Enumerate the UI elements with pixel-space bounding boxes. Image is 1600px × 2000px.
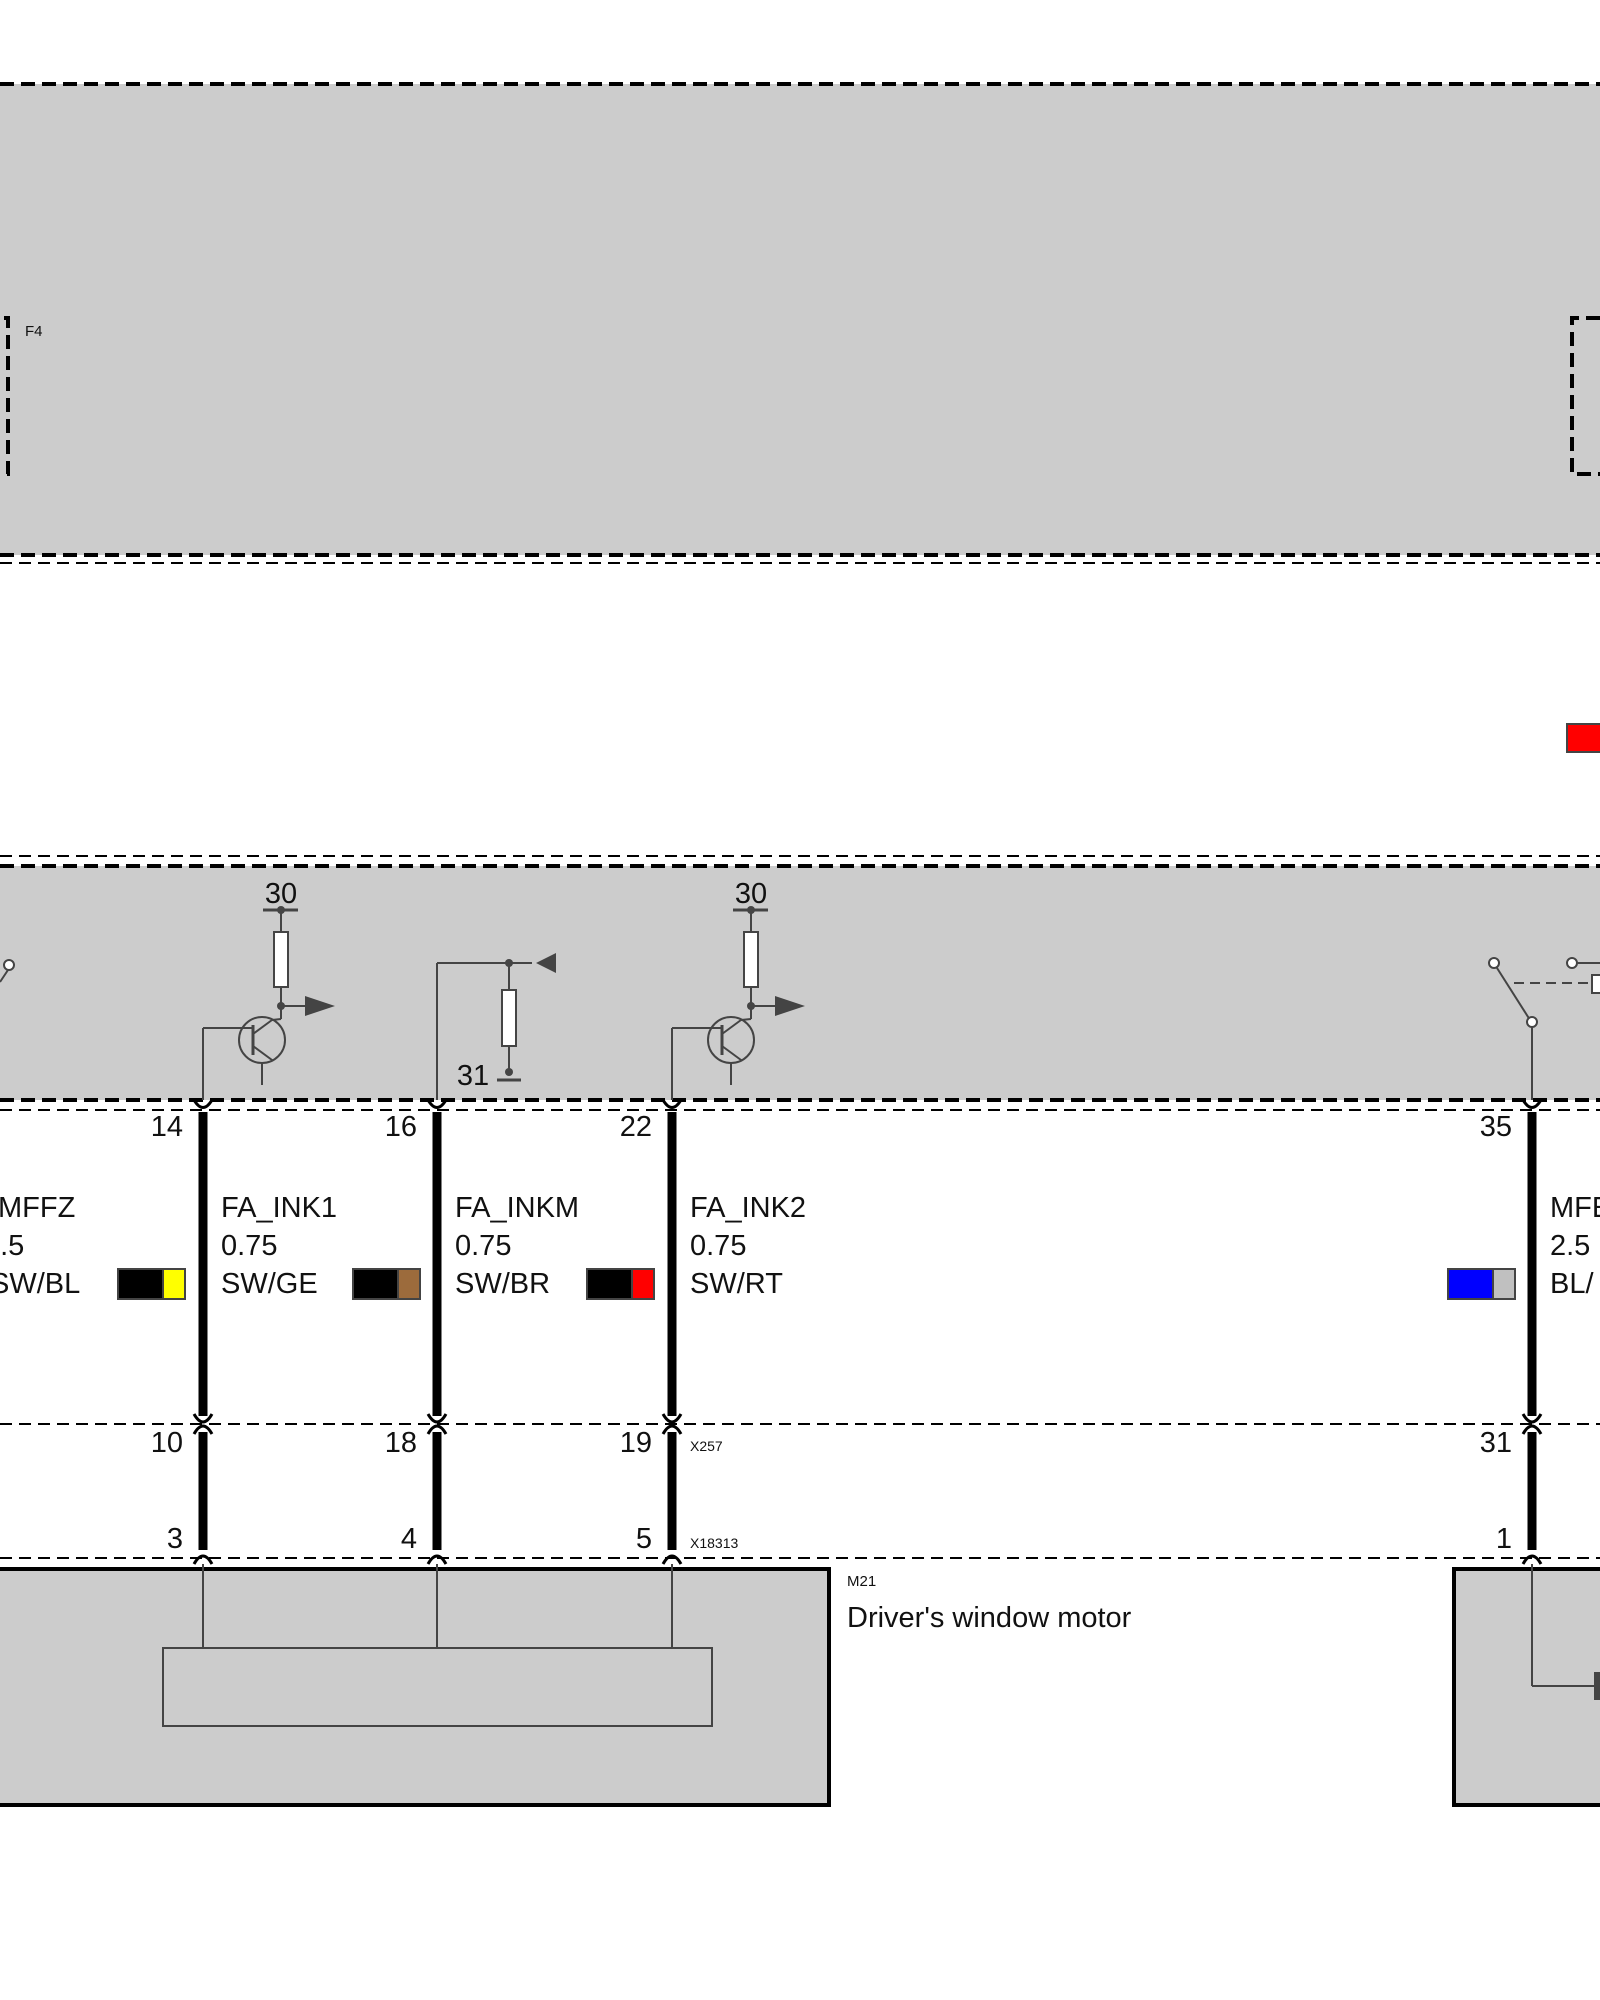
wire-color-swatch-secondary (631, 1268, 655, 1300)
pulldown-resistor-icon (436, 953, 556, 1100)
supply-label-30: 30 (735, 878, 767, 910)
motor-id-label: M21 (847, 1573, 876, 1590)
pin-number: 14 (151, 1111, 183, 1143)
pin-number: 1 (1496, 1523, 1512, 1555)
wire-color-swatch-secondary (397, 1268, 421, 1300)
wire-color-swatch-primary (1447, 1268, 1494, 1300)
motor-internal-wiring (162, 1564, 713, 1727)
junction-dot (277, 906, 285, 914)
wire-color-swatch-primary (352, 1268, 399, 1300)
supply-label-30: 30 (265, 878, 297, 910)
pin-number: 5 (636, 1523, 652, 1555)
wire-name: FA_INKM (455, 1192, 579, 1224)
pin-number: 10 (151, 1427, 183, 1459)
wire-color-code: SW/BL (0, 1268, 80, 1300)
motor-name-label: Driver's window motor (847, 1602, 1132, 1634)
wire-color-code: SW/GE (221, 1268, 318, 1300)
wire-size: 0.75 (690, 1230, 746, 1262)
connector-x257-label: X257 (690, 1438, 723, 1454)
passenger-side-component (1452, 1564, 1600, 1807)
wire-size: 2.5 (0, 1230, 24, 1262)
wire-size: 0.75 (221, 1230, 277, 1262)
pin-number: 22 (620, 1111, 652, 1143)
partial-switch-left-icon (0, 959, 15, 983)
connector-x18313-label: X18313 (690, 1535, 738, 1551)
wire-color-swatch-secondary (162, 1268, 186, 1300)
pin-numbers: 14 16 22 35 10 18 19 31 3 4 5 1 (151, 1111, 1512, 1555)
pin-number: 4 (401, 1523, 417, 1555)
junction-dot (747, 906, 755, 914)
component-terminal (1594, 1672, 1600, 1700)
top-control-module: F4 (0, 82, 1600, 564)
connector-bracket-left (4, 316, 10, 476)
wire-name: FA_INK2 (690, 1192, 806, 1224)
junction-dot (505, 1068, 513, 1076)
wire-color-swatches (117, 1268, 1516, 1300)
wire-size: 0.75 (455, 1230, 511, 1262)
wire-color-code: SW/RT (690, 1268, 783, 1300)
wire-color-code: SW/BR (455, 1268, 550, 1300)
wire-color-code: BL/ (1550, 1268, 1594, 1300)
ground-label-31: 31 (457, 1060, 489, 1092)
wire-harness (192, 1099, 1543, 1565)
wire-name: MFE (1550, 1192, 1600, 1224)
mid-control-module: 30 30 31 (0, 855, 1600, 1111)
junction-dot (747, 1002, 755, 1010)
wire-color-swatch-primary (586, 1268, 633, 1300)
connector-label-f4: F4 (25, 323, 43, 340)
pin-number: 16 (385, 1111, 417, 1143)
pin-contact-markers (192, 1099, 1543, 1565)
red-indicator-marker (1566, 723, 1600, 753)
wire-name: MFFZ (0, 1192, 75, 1224)
wire-labels: MFFZ 2.5 SW/BL FA_INK1 0.75 SW/GE FA_INK… (0, 1192, 1600, 1300)
wire-size: 2.5 (1550, 1230, 1590, 1262)
pin-number: 19 (620, 1427, 652, 1459)
junction-dot (505, 959, 513, 967)
pin-number: 31 (1480, 1427, 1512, 1459)
drivers-window-motor: M21 Driver's window motor (0, 1564, 1132, 1807)
pin-number: 3 (167, 1523, 183, 1555)
junction-dot (277, 1002, 285, 1010)
wire-color-swatch-secondary (1492, 1268, 1516, 1300)
wire-name: FA_INK1 (221, 1192, 337, 1224)
pin-number: 35 (1480, 1111, 1512, 1143)
connector-bracket-right (1570, 316, 1600, 476)
pin-number: 18 (385, 1427, 417, 1459)
window-switch-icon (1488, 957, 1600, 1100)
wire-color-swatch-primary (117, 1268, 164, 1300)
